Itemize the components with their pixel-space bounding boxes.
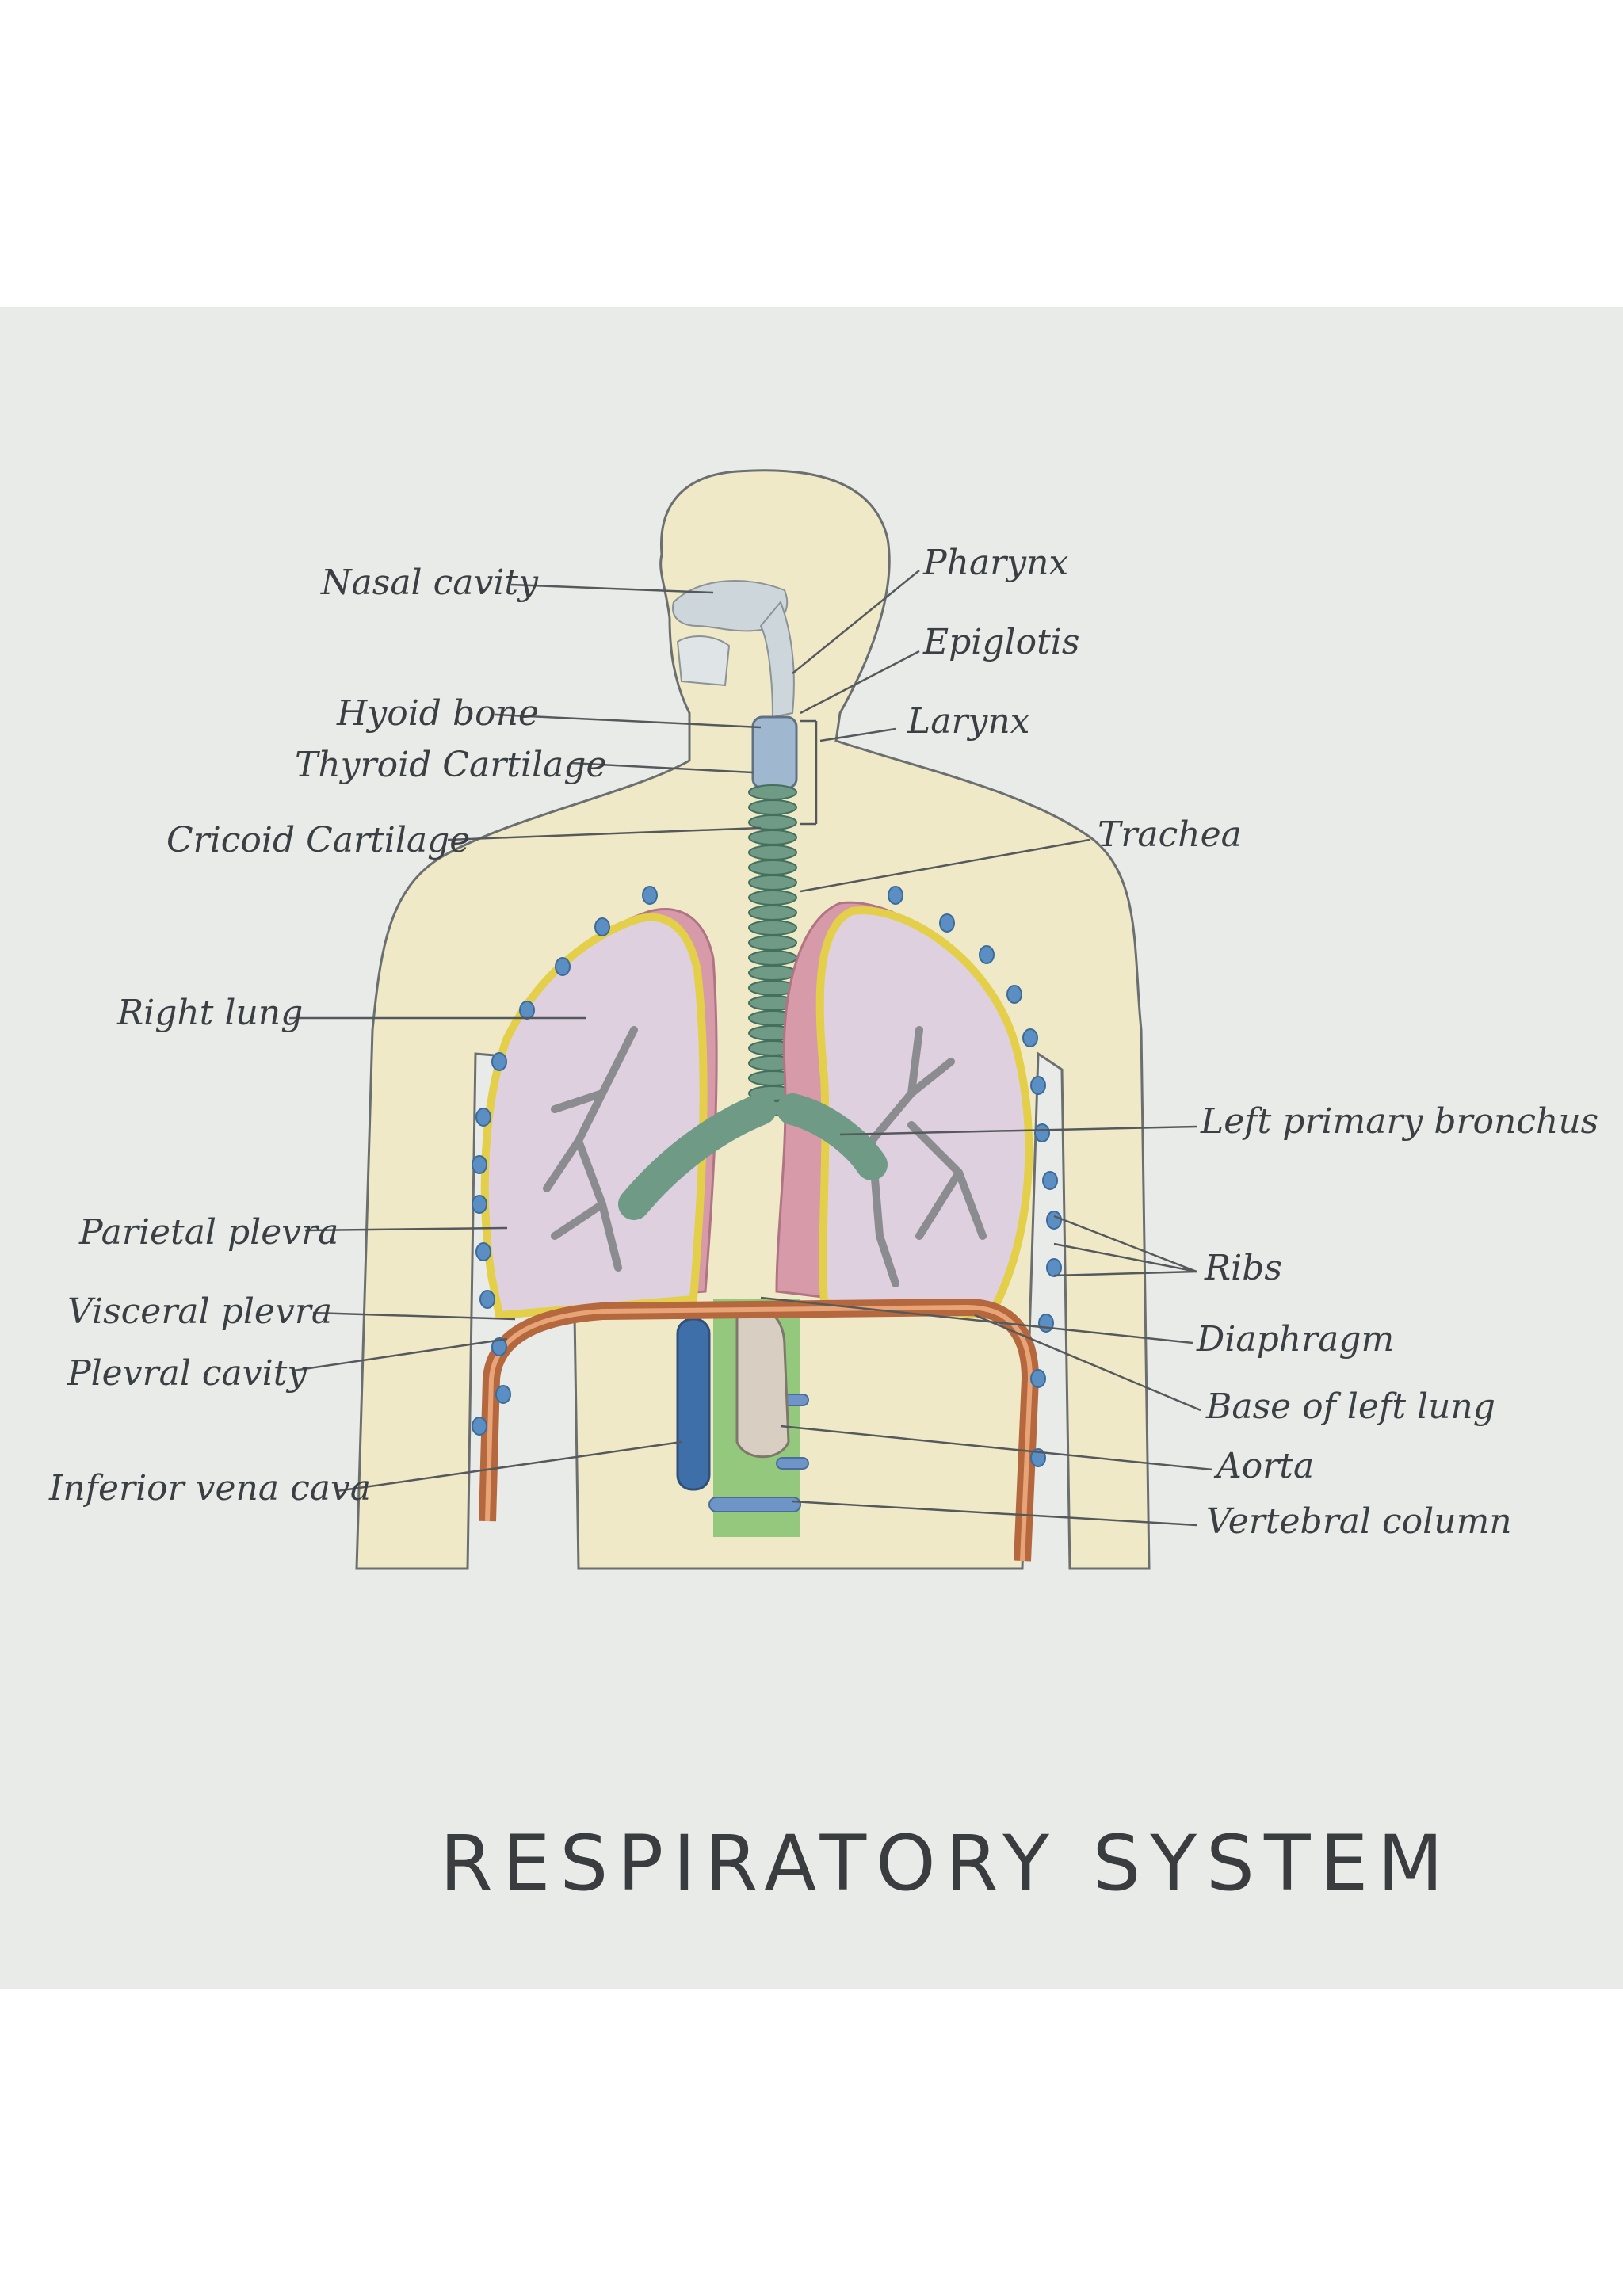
- rib-dot: [555, 957, 571, 976]
- right-primary-bronchus: [618, 1093, 777, 1220]
- rib-dot: [939, 913, 955, 933]
- rib-dot: [472, 1195, 487, 1214]
- label-visceral-pleura: Visceral plevra: [67, 1291, 332, 1332]
- trachea-ring: [748, 830, 797, 845]
- label-diaphragm: Diaphragm: [1196, 1319, 1394, 1360]
- rib-dot: [491, 1052, 507, 1071]
- left-lung: [775, 901, 1033, 1320]
- inferior-vena-cava-shape: [676, 1318, 711, 1491]
- trachea-rings: [748, 784, 797, 1116]
- rib-dot: [1022, 1028, 1038, 1047]
- trachea-ring: [748, 845, 797, 860]
- diagram-title: RESPIRATORY SYSTEM: [440, 1819, 1453, 1908]
- rib-dot: [1030, 1076, 1046, 1095]
- rib-dot: [594, 917, 610, 936]
- trachea-ring: [748, 935, 797, 951]
- rib-dot: [495, 1385, 511, 1404]
- trachea-ring: [748, 965, 797, 981]
- leader-lines: [289, 570, 1213, 1527]
- rib-dot: [642, 886, 658, 905]
- aorta-shape: [735, 1306, 790, 1459]
- rib-dot: [1042, 1171, 1058, 1190]
- label-ribs: Ribs: [1204, 1248, 1282, 1288]
- trachea-ring: [748, 860, 797, 875]
- label-trachea: Trachea: [1098, 814, 1242, 855]
- right-lung: [480, 908, 718, 1320]
- label-pharynx: Pharynx: [922, 543, 1068, 583]
- trachea-ring: [748, 799, 797, 815]
- label-right-lung: Right lung: [116, 993, 303, 1033]
- rib-dot: [979, 945, 995, 964]
- label-parietal-pleura: Parietal plevra: [78, 1212, 338, 1253]
- pharynx-shape: [759, 601, 795, 719]
- label-left-primary-bronchus: Left primary bronchus: [1200, 1101, 1598, 1142]
- trachea-ring: [748, 875, 797, 891]
- label-inferior-vena-cava: Inferior vena cava: [48, 1468, 371, 1508]
- rib-dot: [491, 1337, 507, 1356]
- rib-dot: [519, 1001, 535, 1020]
- rib-dot: [888, 886, 903, 905]
- label-nasal-cavity: Nasal cavity: [320, 563, 539, 603]
- rib-dot: [1034, 1123, 1050, 1142]
- mouth-shape: [676, 635, 731, 687]
- rib-dot: [1046, 1211, 1062, 1230]
- label-thyroid-cartilage: Thyroid Cartilage: [295, 745, 607, 785]
- rib-dot: [1046, 1258, 1062, 1277]
- rib-dot: [475, 1242, 491, 1261]
- label-pleural-cavity: Plevral cavity: [67, 1353, 307, 1394]
- left-primary-bronchus: [777, 1093, 888, 1180]
- trachea-ring: [748, 950, 797, 966]
- rib-dot: [472, 1155, 487, 1174]
- rib-dot: [472, 1417, 487, 1436]
- trachea-ring: [748, 905, 797, 921]
- rib-dot: [1030, 1369, 1046, 1388]
- label-aorta: Aorta: [1213, 1446, 1314, 1486]
- label-vertebral-column: Vertebral column: [1206, 1501, 1512, 1542]
- label-hyoid-bone: Hyoid bone: [336, 693, 539, 734]
- trachea-ring: [748, 920, 797, 936]
- vertebrae: [708, 1394, 809, 1512]
- rib-dot: [475, 1108, 491, 1127]
- label-epiglotis: Epiglotis: [922, 622, 1079, 662]
- rib-dot: [1038, 1314, 1054, 1333]
- label-cricoid-cartilage: Cricoid Cartilage: [166, 820, 470, 860]
- trachea-ring: [748, 784, 797, 800]
- trachea-ring: [748, 890, 797, 906]
- labels: Nasal cavity Pharynx Epiglotis Hyoid bon…: [48, 543, 1598, 1542]
- label-larynx: Larynx: [907, 701, 1030, 742]
- rib-dot: [479, 1290, 495, 1309]
- rib-dot: [1006, 985, 1022, 1004]
- label-base-of-left-lung: Base of left lung: [1205, 1386, 1495, 1427]
